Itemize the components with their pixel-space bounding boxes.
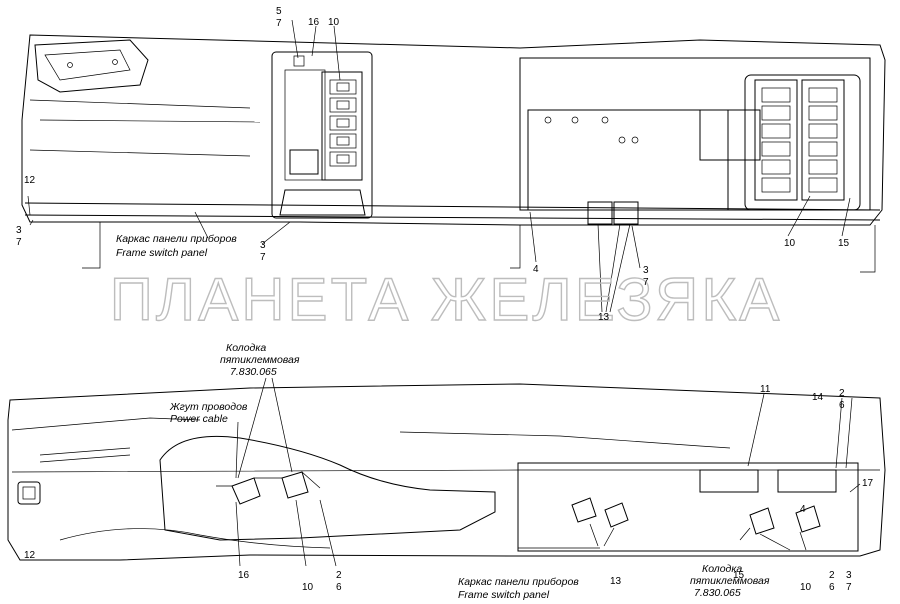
callout: 7	[260, 252, 266, 263]
callout: 16	[238, 570, 250, 581]
callout: 14	[812, 392, 824, 403]
block-caption-line2: пятиклеммовая	[220, 354, 300, 366]
block2-caption-line2: пятиклеммовая	[690, 575, 770, 587]
callout: 3	[260, 240, 266, 251]
callout: 5	[276, 6, 282, 17]
callout: 13	[598, 312, 610, 323]
callout: 7	[846, 582, 852, 593]
callout: 15	[838, 238, 850, 249]
callout: 11	[760, 384, 771, 395]
bottom-callouts: Колодка пятиклеммовая 7.830.065 Жгут про…	[24, 342, 874, 601]
callout: 7	[643, 277, 649, 288]
callout: 7	[276, 18, 282, 29]
callout: 3	[846, 570, 852, 581]
top-callouts: 5 7 16 10 12 3 7 3 7 4 3 7 13 10 15 Карк…	[16, 6, 850, 323]
callout: 2	[336, 570, 342, 581]
block2-caption-line3: 7.830.065	[694, 587, 741, 599]
bottom-view-drawing	[7, 377, 886, 567]
block-caption-line3: 7.830.065	[230, 366, 277, 378]
callout: 3	[16, 225, 22, 236]
block-caption-line1: Колодка	[226, 342, 266, 354]
block2-caption-line1: Колодка	[702, 563, 742, 575]
bottom-caption-en: Frame switch panel	[458, 589, 550, 601]
callout: 4	[533, 264, 539, 275]
callout: 2	[839, 388, 845, 399]
top-caption-en: Frame switch panel	[116, 247, 208, 259]
callout: 10	[800, 582, 812, 593]
callout: 7	[16, 237, 22, 248]
callout: 6	[336, 582, 342, 593]
callout: 10	[328, 17, 340, 28]
callout: 16	[308, 17, 320, 28]
callout: 13	[610, 576, 622, 587]
top-view-drawing	[21, 19, 886, 313]
callout: 12	[24, 550, 36, 561]
callout: 4	[800, 504, 806, 515]
harness-caption-en: Power cable	[170, 413, 228, 425]
watermark: ПЛАНЕТА ЖЕЛЕЗЯКА	[110, 266, 783, 333]
callout: 10	[784, 238, 796, 249]
callout: 2	[829, 570, 835, 581]
callout: 6	[829, 582, 835, 593]
callout: 10	[302, 582, 314, 593]
callout: 3	[643, 265, 649, 276]
callout: 15	[733, 570, 745, 581]
harness-caption-ru: Жгут проводов	[169, 401, 248, 413]
callout: 17	[862, 478, 874, 489]
bottom-caption-ru: Каркас панели приборов	[458, 576, 579, 588]
callout: 12	[24, 175, 36, 186]
top-caption-ru: Каркас панели приборов	[116, 233, 237, 245]
callout: 6	[839, 400, 845, 411]
